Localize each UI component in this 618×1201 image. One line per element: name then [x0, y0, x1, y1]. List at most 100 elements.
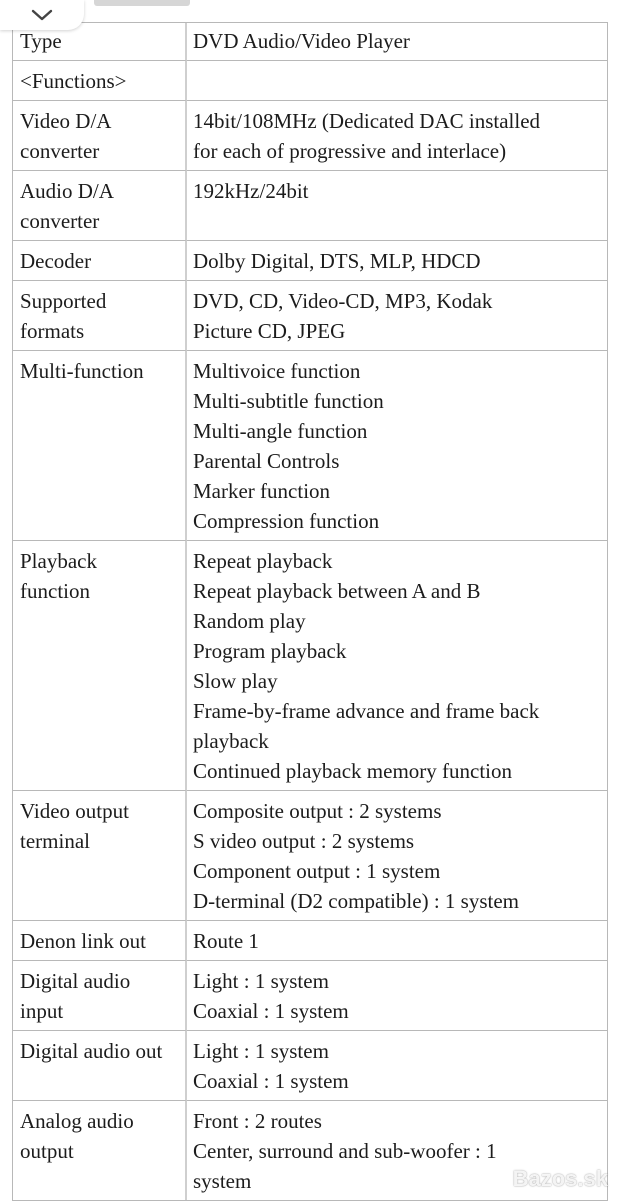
spec-label-line: Digital audio out — [20, 1039, 163, 1063]
scroll-indicator-bar — [94, 0, 190, 6]
spec-value-line: Marker function — [193, 479, 331, 503]
spec-label-line: function — [20, 579, 90, 603]
spec-table: Type DVD Audio/Video Player <Functions> Vid… — [12, 22, 608, 1201]
spec-label-cell: Decoder — [13, 240, 187, 280]
spec-row: Denon link out Route 1 — [13, 920, 607, 960]
spec-label-line: <Functions> — [20, 69, 127, 93]
collapse-tab-button[interactable] — [0, 0, 84, 30]
spec-label-cell: Type — [13, 23, 187, 60]
spec-value-line: Frame-by-frame advance and frame back — [193, 699, 540, 723]
spec-label-line: Analog audio — [20, 1109, 134, 1133]
spec-value-line: playback — [193, 729, 269, 753]
spec-row: Decoder Dolby Digital, DTS, MLP, HDCD — [13, 240, 607, 280]
spec-value-line: Program playback — [193, 639, 347, 663]
spec-label-line: Video output — [20, 799, 129, 823]
spec-label-line: terminal — [20, 829, 90, 853]
chevron-down-icon — [31, 9, 53, 21]
spec-label-cell: Playback function — [13, 540, 187, 790]
spec-value-cell: 14bit/108MHz (Dedicated DAC installed for… — [187, 100, 607, 170]
spec-value-line: Multi-angle function — [193, 419, 368, 443]
spec-label-cell: Digital audio input — [13, 960, 187, 1030]
spec-value-line: Random play — [193, 609, 306, 633]
spec-value-line: Light : 1 system — [193, 969, 329, 993]
watermark: Bazos.sk — [483, 1166, 608, 1192]
spec-value-line: DVD Audio/Video Player — [193, 29, 410, 53]
spec-value-line: Route 1 — [193, 929, 259, 953]
spec-label-cell: Denon link out — [13, 920, 187, 960]
bazos-at-logo-icon — [484, 1167, 507, 1191]
spec-row: Video D/A converter 14bit/108MHz (Dedicate… — [13, 100, 607, 170]
spec-table-body: Type DVD Audio/Video Player <Functions> Vid… — [13, 23, 607, 1200]
spec-label-line: converter — [20, 209, 100, 233]
spec-value-line: DVD, CD, Video-CD, MP3, Kodak — [193, 289, 493, 313]
spec-value-line: system — [193, 1169, 252, 1193]
spec-value-line: Multi-subtitle function — [193, 389, 384, 413]
spec-row: Supported formats DVD, CD, Video-CD, MP3, … — [13, 280, 607, 350]
spec-value-line: S video output : 2 systems — [193, 829, 415, 853]
spec-value-cell: Route 1 — [187, 920, 607, 960]
spec-value-line: Slow play — [193, 669, 278, 693]
spec-value-cell: Composite output : 2 systems S video outp… — [187, 790, 607, 920]
spec-label-cell: Audio D/A converter — [13, 170, 187, 240]
spec-row: Video output terminal Composite output : 2… — [13, 790, 607, 920]
spec-row: Type DVD Audio/Video Player — [13, 23, 607, 60]
spec-value-line: for each of progressive and interlace) — [193, 139, 507, 163]
spec-label-line: formats — [20, 319, 85, 343]
spec-label-line: Playback — [20, 549, 97, 573]
spec-value-line: Front : 2 routes — [193, 1109, 322, 1133]
spec-row: Audio D/A converter 192kHz/24bit — [13, 170, 607, 240]
spec-value-line: 14bit/108MHz (Dedicated DAC installed — [193, 109, 541, 133]
spec-label-line: output — [20, 1139, 74, 1163]
spec-value-line: Dolby Digital, DTS, MLP, HDCD — [193, 249, 481, 273]
spec-value-line: Continued playback memory function — [193, 759, 513, 783]
spec-value-line: Composite output : 2 systems — [193, 799, 442, 823]
spec-label-line: Audio D/A — [20, 179, 114, 203]
spec-label-line: Denon link out — [20, 929, 146, 953]
spec-value-line: 192kHz/24bit — [193, 179, 309, 203]
spec-value-line: Component output : 1 system — [193, 859, 441, 883]
spec-value-line: D-terminal (D2 compatible) : 1 system — [193, 889, 520, 913]
watermark-text: Bazos.sk — [512, 1166, 608, 1191]
spec-label-line: Supported — [20, 289, 107, 313]
spec-value-line: Coaxial : 1 system — [193, 1069, 349, 1093]
spec-label-cell: <Functions> — [13, 60, 187, 100]
spec-value-cell: 192kHz/24bit — [187, 170, 607, 240]
spec-value-cell: DVD Audio/Video Player — [187, 23, 607, 60]
spec-label-line: Digital audio — [20, 969, 131, 993]
spec-label-cell: Supported formats — [13, 280, 187, 350]
spec-value-line: Parental Controls — [193, 449, 340, 473]
spec-label-line: converter — [20, 139, 100, 163]
spec-value-line: Center, surround and sub-woofer : 1 — [193, 1139, 497, 1163]
spec-label-cell: Digital audio out — [13, 1030, 187, 1100]
spec-label-cell: Video output terminal — [13, 790, 187, 920]
spec-value-cell: Dolby Digital, DTS, MLP, HDCD — [187, 240, 607, 280]
spec-row: <Functions> — [13, 60, 607, 100]
spec-label-line: Multi-function — [20, 359, 144, 383]
spec-label-line: Decoder — [20, 249, 92, 273]
spec-value-line: Light : 1 system — [193, 1039, 329, 1063]
spec-value-line: Repeat playback between A and B — [193, 579, 481, 603]
spec-label-line: Type — [20, 29, 62, 53]
spec-value-line: Coaxial : 1 system — [193, 999, 349, 1023]
spec-label-line: input — [20, 999, 64, 1023]
spec-label-line: Video D/A — [20, 109, 112, 133]
spec-value-line: Compression function — [193, 509, 380, 533]
top-strip — [0, 0, 618, 22]
spec-value-line: Repeat playback — [193, 549, 333, 573]
spec-value-line: Picture CD, JPEG — [193, 319, 346, 343]
spec-value-line: Multivoice function — [193, 359, 361, 383]
spec-label-cell: Analog audio output — [13, 1100, 187, 1200]
spec-label-cell: Video D/A converter — [13, 100, 187, 170]
spec-value-cell — [187, 60, 607, 100]
